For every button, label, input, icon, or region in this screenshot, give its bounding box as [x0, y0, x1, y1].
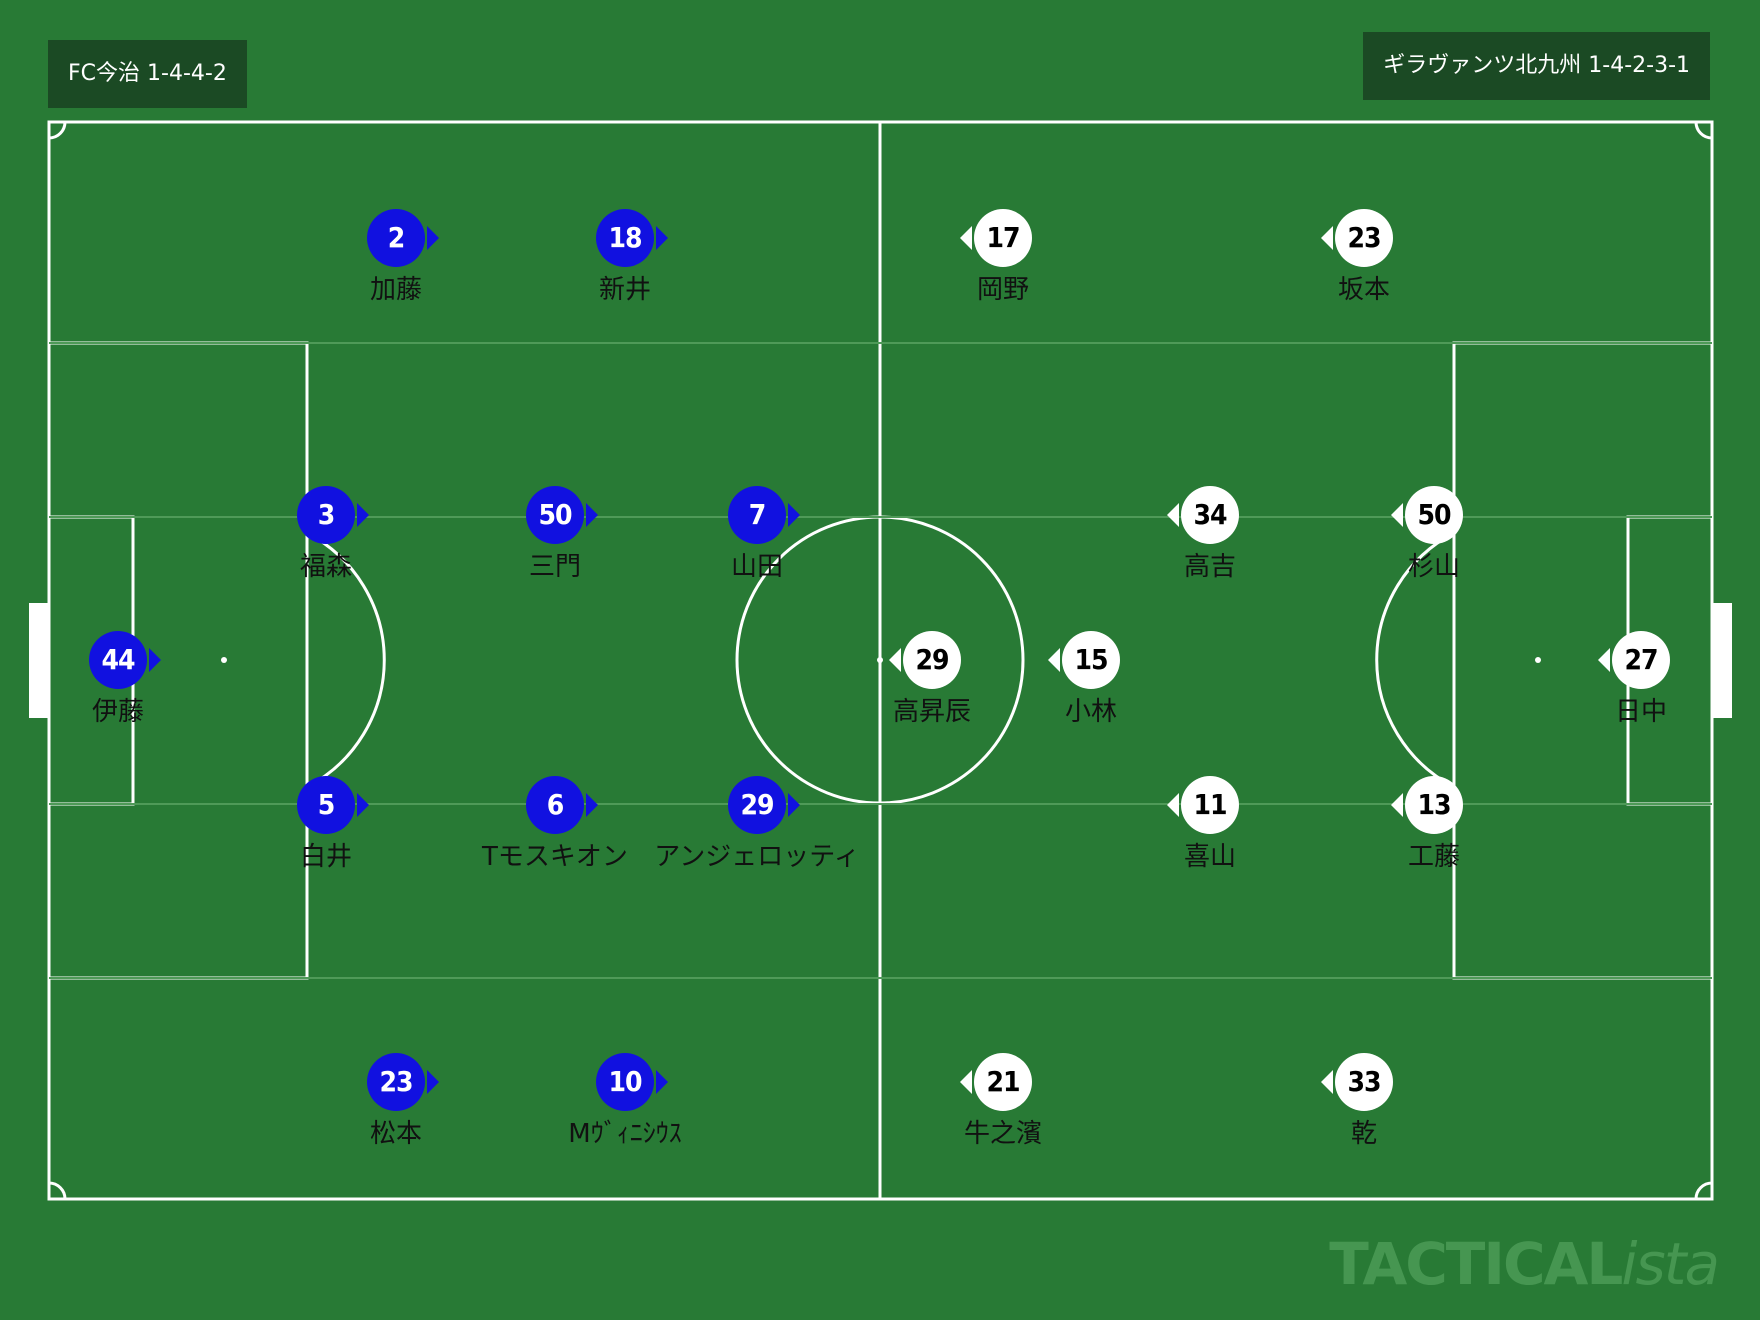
away-team-formation-label: ギラヴァンツ北九州 1-4-2-3-1 — [1363, 32, 1710, 100]
player-name: Tモスキオン — [482, 842, 628, 872]
player-name: 新井 — [598, 275, 651, 305]
direction-arrow-icon — [960, 1070, 972, 1094]
direction-arrow-icon — [889, 648, 901, 672]
watermark-logo: TACTICALista — [1329, 1230, 1720, 1298]
player-name: 牛之濱 — [963, 1119, 1042, 1149]
away-goal — [1712, 603, 1732, 718]
player-number: 44 — [89, 631, 147, 689]
direction-arrow-icon — [1391, 793, 1403, 817]
direction-arrow-icon — [427, 226, 439, 250]
direction-arrow-icon — [1391, 503, 1403, 527]
player-name: アンジェロッティ — [654, 842, 860, 872]
direction-arrow-icon — [586, 503, 598, 527]
corner-arc-bottom-left — [48, 1181, 67, 1200]
home-goal — [29, 603, 49, 718]
player-number: 29 — [728, 776, 786, 834]
player-number: 15 — [1062, 631, 1120, 689]
player-number: 50 — [526, 486, 584, 544]
home-penalty-area — [47, 341, 309, 980]
player-name: 岡野 — [976, 275, 1029, 305]
player-name: 福森 — [299, 552, 352, 582]
direction-arrow-icon — [788, 503, 800, 527]
watermark-suffix: ista — [1621, 1230, 1720, 1298]
player-number: 10 — [596, 1053, 654, 1111]
away-penalty-area — [1452, 341, 1714, 980]
direction-arrow-icon — [656, 226, 668, 250]
home-penalty-arc — [306, 531, 386, 789]
player-name: 三門 — [528, 552, 581, 582]
player-number: 29 — [903, 631, 961, 689]
player-number: 17 — [974, 209, 1032, 267]
direction-arrow-icon — [357, 793, 369, 817]
player-name: 小林 — [1064, 697, 1117, 727]
corner-arc-bottom-right — [1694, 1181, 1713, 1200]
player-number: 50 — [1405, 486, 1463, 544]
player-name: 高吉 — [1183, 552, 1236, 582]
player-number: 18 — [596, 209, 654, 267]
home-penalty-spot — [221, 657, 227, 663]
direction-arrow-icon — [1167, 503, 1179, 527]
player-number: 7 — [728, 486, 786, 544]
player-number: 11 — [1181, 776, 1239, 834]
direction-arrow-icon — [586, 793, 598, 817]
direction-arrow-icon — [788, 793, 800, 817]
direction-arrow-icon — [1321, 226, 1333, 250]
corner-arc-top-right — [1694, 121, 1713, 140]
direction-arrow-icon — [149, 648, 161, 672]
player-name: 山田 — [730, 552, 783, 582]
direction-arrow-icon — [960, 226, 972, 250]
player-number: 3 — [297, 486, 355, 544]
home-team-formation-label: FC今治 1-4-4-2 — [48, 40, 247, 108]
player-number: 27 — [1612, 631, 1670, 689]
direction-arrow-icon — [427, 1070, 439, 1094]
player-name: 高昇辰 — [892, 697, 971, 727]
direction-arrow-icon — [1167, 793, 1179, 817]
player-number: 23 — [1335, 209, 1393, 267]
player-name: 喜山 — [1183, 842, 1236, 872]
player-name: 工藤 — [1407, 842, 1460, 872]
player-name: 日中 — [1614, 697, 1667, 727]
away-penalty-spot — [1535, 657, 1541, 663]
player-name: 伊藤 — [91, 697, 144, 727]
player-number: 13 — [1405, 776, 1463, 834]
corner-arc-top-left — [48, 121, 67, 140]
direction-arrow-icon — [656, 1070, 668, 1094]
player-number: 23 — [367, 1053, 425, 1111]
player-name: 松本 — [369, 1119, 422, 1149]
player-number: 34 — [1181, 486, 1239, 544]
direction-arrow-icon — [1048, 648, 1060, 672]
player-number: 21 — [974, 1053, 1032, 1111]
direction-arrow-icon — [357, 503, 369, 527]
center-spot — [877, 657, 883, 663]
player-name: 加藤 — [369, 275, 422, 305]
player-number: 5 — [297, 776, 355, 834]
watermark-main: TACTICAL — [1329, 1230, 1623, 1298]
player-number: 6 — [526, 776, 584, 834]
away-penalty-arc — [1375, 531, 1455, 789]
player-number: 2 — [367, 209, 425, 267]
player-name: 杉山 — [1407, 552, 1460, 582]
direction-arrow-icon — [1321, 1070, 1333, 1094]
player-name: 白井 — [299, 842, 352, 872]
player-number: 33 — [1335, 1053, 1393, 1111]
player-name: Mｳﾞｨﾆｼｳｽ — [568, 1119, 682, 1149]
player-name: 坂本 — [1337, 275, 1390, 305]
player-name: 乾 — [1350, 1119, 1377, 1149]
direction-arrow-icon — [1598, 648, 1610, 672]
